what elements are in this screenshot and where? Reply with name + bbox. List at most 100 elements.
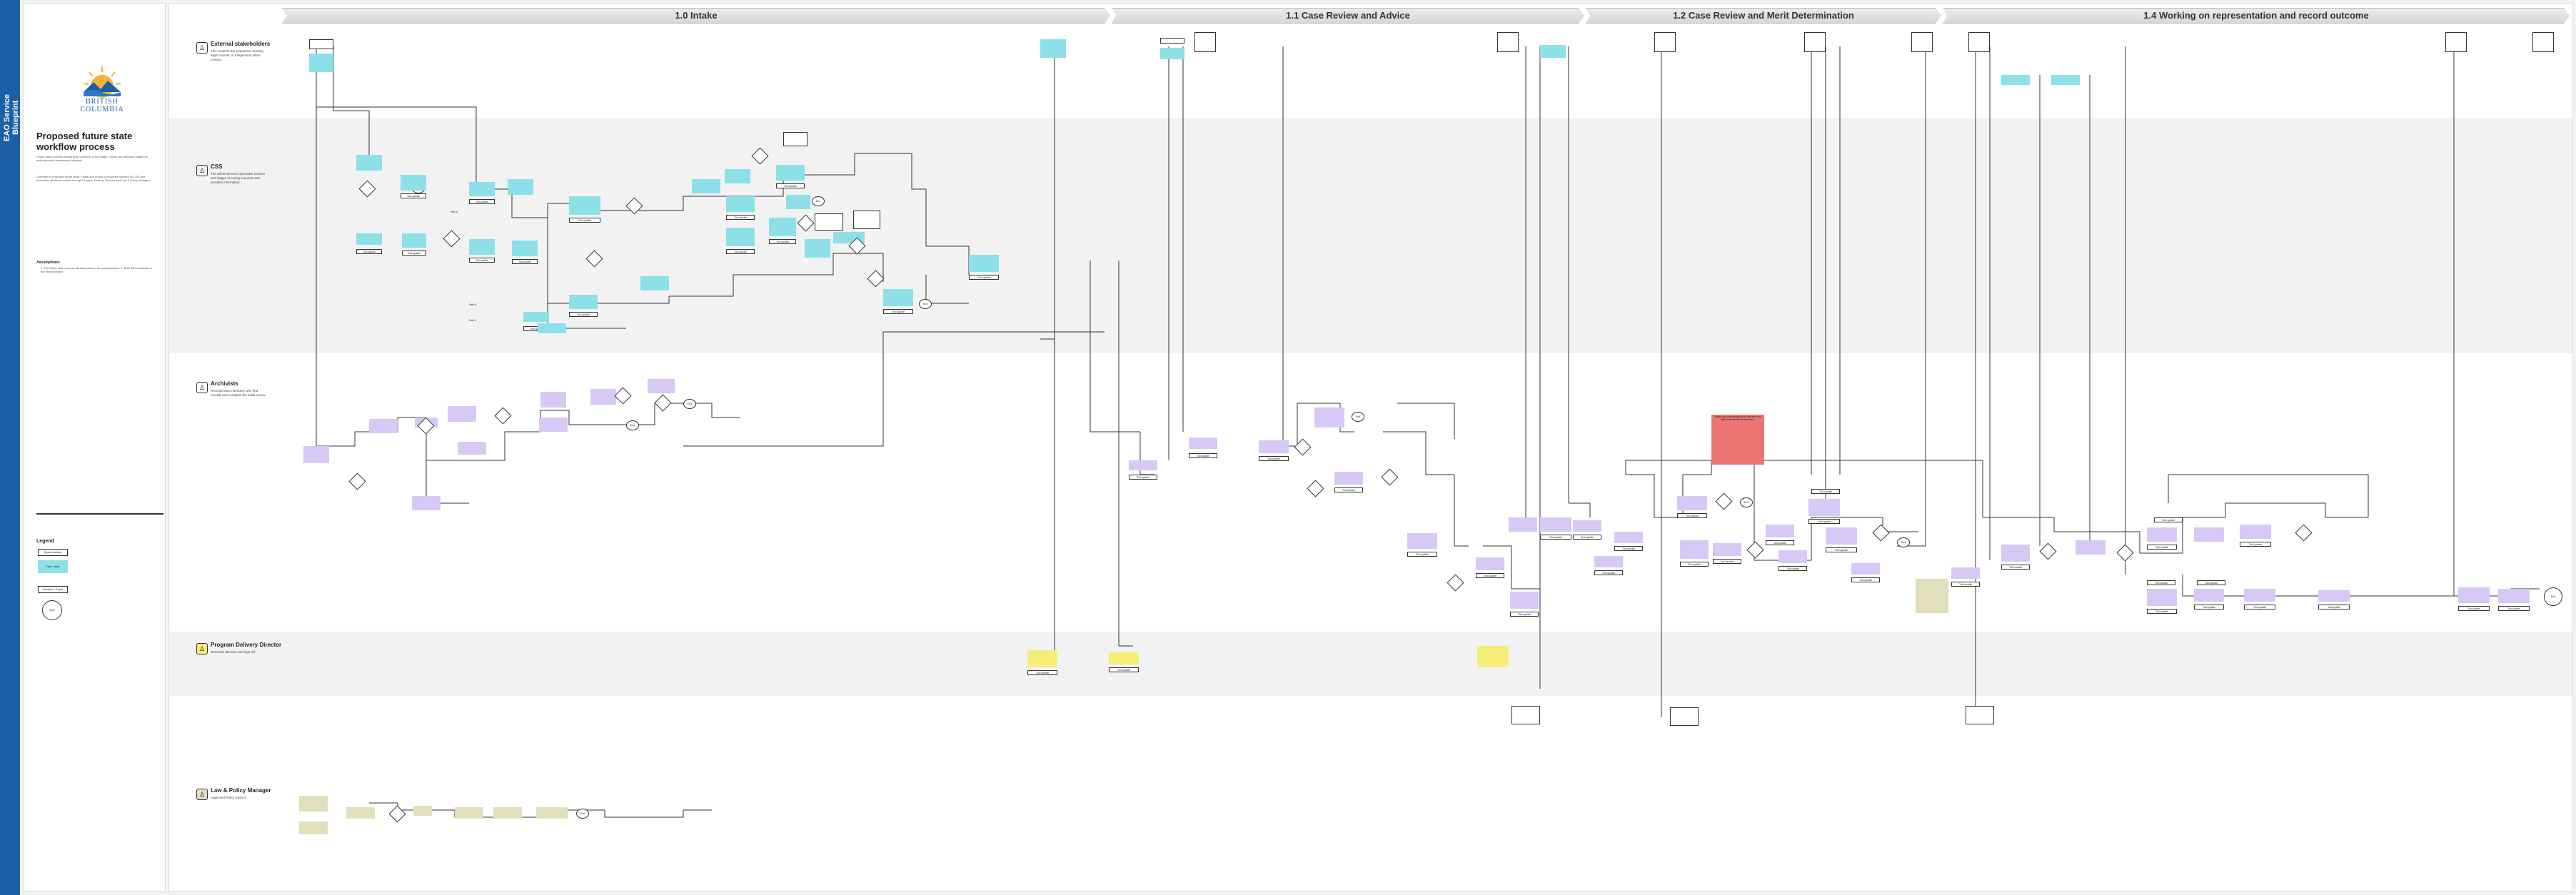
css-route-request[interactable] [512,241,538,256]
archivist-task[interactable] [1259,440,1289,453]
css-decision[interactable] [751,147,769,165]
archivist-quality-check[interactable] [590,389,616,405]
stakeholder-provide-info[interactable] [1040,39,1066,58]
archivist-task[interactable] [2240,525,2271,539]
archivist-task[interactable] [1334,472,1363,485]
system-update[interactable]: Tool update [402,251,426,256]
director-document[interactable] [1966,706,1994,724]
system-update[interactable]: Tool update [2001,565,2030,570]
css-confirm-scope[interactable] [508,179,533,195]
archivist-task[interactable] [1614,532,1643,543]
stakeholder-doc-label[interactable] [1160,38,1184,44]
system-update[interactable]: Tool update [356,249,382,254]
archivist-task[interactable] [1778,550,1807,563]
css-decision[interactable] [848,237,866,255]
archivist-summarize[interactable] [540,392,566,408]
system-update[interactable]: Tool update [1573,535,1601,540]
end-terminal[interactable]: End [1352,412,1364,422]
archivist-task[interactable] [2147,527,2177,542]
css-decision[interactable] [358,180,376,198]
system-update[interactable]: Tool update [1778,566,1807,571]
css-verify-info[interactable] [725,169,750,183]
system-update[interactable]: Tool update [1680,562,1709,567]
law-task[interactable] [299,821,328,834]
system-update[interactable]: Tool update [1476,573,1504,578]
note-card[interactable]: Notes and considerations for this step a… [1711,415,1764,465]
system-update[interactable]: Tool update [2147,580,2175,585]
phase-merit[interactable]: 1.2 Case Review and Merit Determination [1586,8,1941,24]
end-terminal[interactable]: End [1740,497,1753,507]
css-receive-request[interactable] [356,155,382,171]
archivist-task[interactable] [1951,567,1980,579]
archivist-compile-records[interactable] [448,406,476,422]
archivist-decision[interactable] [1381,468,1399,486]
stakeholder-document[interactable] [1911,32,1933,52]
director-approve[interactable] [1109,652,1139,664]
system-update[interactable]: Tool update [469,199,495,204]
css-send-acknowledgement[interactable] [469,239,495,255]
stakeholder-receive-outcome[interactable] [2051,75,2080,85]
css-create-file[interactable] [776,165,805,181]
system-update[interactable]: Tool update [776,183,805,188]
css-provide-advice[interactable] [726,196,755,212]
archivist-decision[interactable] [494,407,512,425]
phase-intake[interactable]: 1.0 Intake [282,8,1110,24]
stakeholder-document[interactable] [1804,32,1826,52]
system-update[interactable]: Tool update [1713,559,1741,564]
system-update[interactable]: Tool update [726,215,755,220]
system-update[interactable]: Tool update [1259,456,1289,461]
system-update[interactable]: Tool update [969,275,999,280]
law-task[interactable] [455,807,483,819]
css-document[interactable] [783,132,807,146]
css-close-request[interactable] [538,323,566,333]
system-update[interactable]: Tool update [2197,580,2225,585]
css-send-to-archivist[interactable] [969,255,999,272]
director-document[interactable] [1670,707,1699,726]
law-decision[interactable] [388,805,406,823]
css-document[interactable] [853,211,880,229]
css-review-documents[interactable] [692,179,720,193]
end-terminal[interactable]: End [626,420,639,430]
archivist-task[interactable] [2147,589,2177,606]
archivist-task[interactable] [1677,496,1707,510]
archivist-note[interactable] [1916,579,1948,613]
law-task[interactable] [413,806,432,816]
archivist-search-records[interactable] [369,419,398,433]
stakeholder-review-info[interactable] [1160,48,1184,59]
archivist-notify[interactable] [648,379,675,393]
system-update[interactable]: Tool update [1826,547,1857,552]
end-terminal[interactable]: End [919,299,932,309]
css-decision[interactable] [867,270,885,288]
archivist-task[interactable] [1476,557,1504,570]
end-terminal[interactable]: End [812,196,825,206]
director-document[interactable] [1511,706,1540,724]
system-update[interactable]: Tool update [1808,519,1840,524]
archivist-decision[interactable] [1746,541,1764,559]
archivist-task[interactable] [1713,543,1741,556]
archivist-share-findings[interactable] [539,418,568,432]
stakeholder-document[interactable] [2445,32,2467,52]
system-update[interactable]: Tool update [569,218,600,223]
archivist-task[interactable] [2001,545,2030,562]
archivist-decision[interactable] [2039,542,2057,560]
system-update[interactable]: Tool update [2147,609,2177,614]
end-terminal[interactable]: End [683,399,696,409]
system-update[interactable]: Tool update [1766,540,1794,545]
system-update[interactable]: Tool update [726,249,755,254]
archivist-prepare-package[interactable] [458,442,486,455]
stakeholder-document[interactable] [309,39,333,49]
system-update[interactable]: Tool update [1614,546,1643,551]
system-update[interactable]: Tool update [1594,570,1623,575]
archivist-decision[interactable] [1307,480,1324,497]
law-task[interactable] [346,807,375,819]
system-update[interactable]: Tool update [469,258,495,263]
archivist-task[interactable] [1314,408,1344,428]
system-update[interactable]: Tool update [1811,489,1840,494]
end-terminal[interactable]: End [2544,587,2562,606]
blueprint-canvas[interactable]: 1.0 Intake 1.1 Case Review and Advice 1.… [168,3,2573,892]
stakeholder-document[interactable] [1654,32,1676,52]
law-task[interactable] [493,807,522,819]
system-update[interactable]: Tool update [1677,513,1707,518]
system-update[interactable]: Tool update [1510,612,1539,617]
css-document[interactable] [815,213,843,231]
